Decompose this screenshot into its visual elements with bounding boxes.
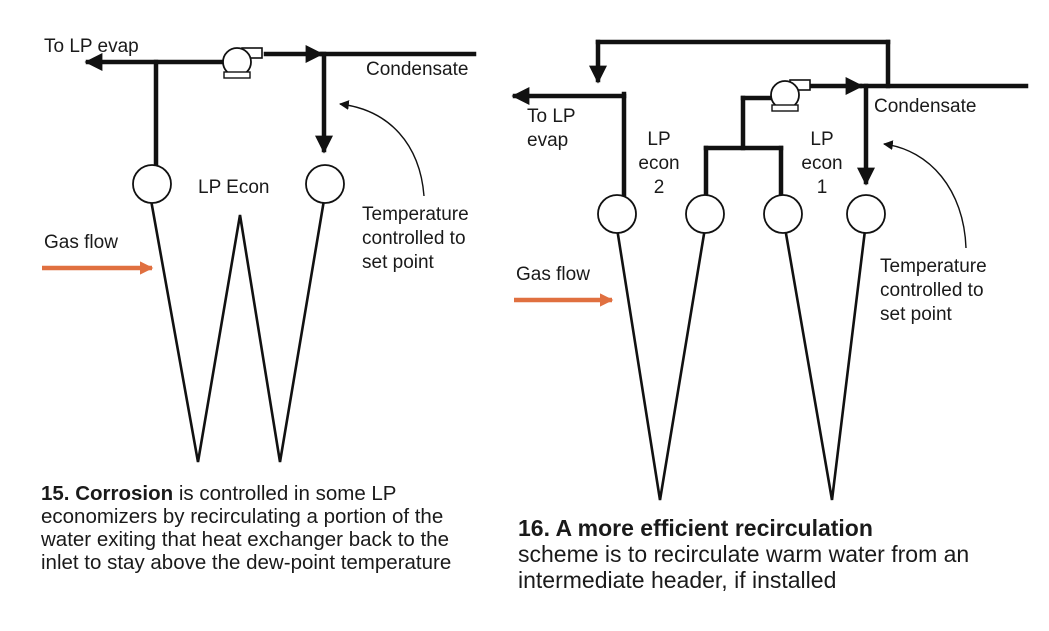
temperature-label-16-line1: Temperature [880, 256, 987, 277]
to-lp-evap-label: To LP evap [44, 36, 139, 57]
temperature-label-line1: Temperature [362, 204, 469, 225]
caption-15-text: is controlled in some LP economizers by … [41, 482, 452, 574]
condensate-label-16: Condensate [874, 96, 976, 117]
temperature-label-line3: set point [362, 252, 435, 273]
figure-15-caption: 15. Corrosion is controlled in some LP e… [41, 482, 471, 574]
outlet-header-icon [132, 164, 172, 204]
gas-flow-label: Gas flow [44, 232, 118, 253]
lp-econ1-label-line2: econ [801, 153, 842, 174]
temperature-pointer-arrow [339, 100, 425, 197]
pump-icon [770, 79, 811, 112]
figure-16: To LP evap LP econ 2 LP econ 1 Condensat… [511, 39, 1029, 501]
temperature-pointer-arrow-16 [883, 140, 967, 249]
temperature-label-16-line2: controlled to [880, 280, 984, 301]
econ1-outlet-header-icon [763, 194, 803, 234]
lp-econ2-label-line1: LP [647, 129, 670, 150]
econ1-inlet-header-icon [846, 194, 886, 234]
econ2-inlet-header-icon [685, 194, 725, 234]
caption-16-text: scheme is to recirculate warm water from… [518, 541, 970, 593]
to-lp-label-line2: evap [527, 130, 568, 151]
econ1-tube-bank [782, 221, 868, 501]
lp-econ1-label-line1: LP [810, 129, 833, 150]
lp-econ2-label-line3: 2 [654, 177, 665, 198]
economizer-tube-bank [149, 199, 326, 463]
pump-icon [222, 47, 263, 79]
econ2-outlet-header-icon [597, 194, 637, 234]
inlet-header-icon [305, 164, 345, 204]
caption-15-bold: Corrosion [75, 482, 174, 505]
to-lp-label-line1: To LP [527, 106, 576, 127]
figure-15: To LP evap Condensate LP Econ Gas flow T… [42, 36, 477, 463]
lp-econ-label: LP Econ [198, 177, 269, 198]
lp-econ2-label-line2: econ [638, 153, 679, 174]
condensate-label: Condensate [366, 59, 468, 80]
temperature-label-line2: controlled to [362, 228, 466, 249]
gas-flow-label-16: Gas flow [516, 264, 590, 285]
lp-econ1-label-line3: 1 [817, 177, 828, 198]
caption-16-bold: 16. A more efficient recirculation [518, 515, 873, 541]
temperature-label-16-line3: set point [880, 304, 953, 325]
econ2-tube-bank [614, 221, 708, 501]
caption-15-number: 15. [41, 482, 70, 505]
